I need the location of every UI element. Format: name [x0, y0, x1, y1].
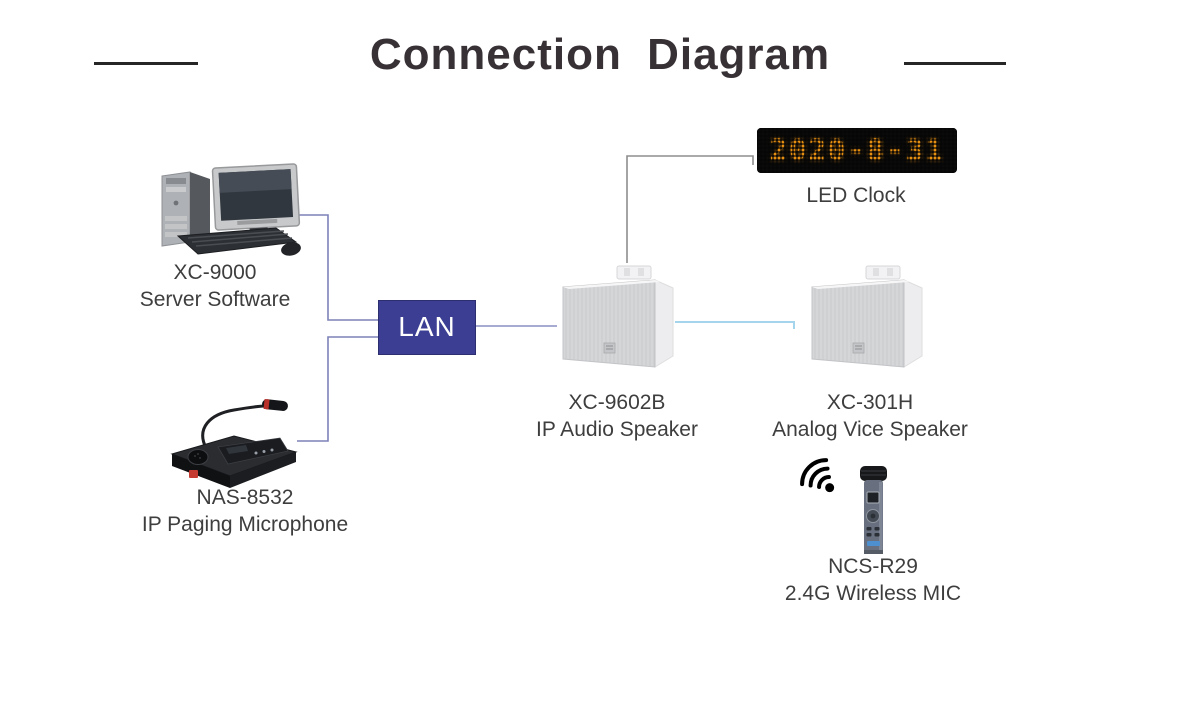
paging-microphone-label: NAS-8532 IP Paging Microphone [110, 484, 380, 538]
ip-speaker-name: IP Audio Speaker [536, 418, 698, 441]
analog-speaker-model: XC-301H [826, 391, 914, 414]
lan-node: LAN [378, 300, 476, 355]
analog-speaker-label: XC-301H Analog Vice Speaker [740, 389, 1000, 443]
title-rule-left [94, 62, 198, 65]
analog-speaker-name: Analog Vice Speaker [772, 418, 968, 441]
page-title: Connection Diagram [369, 30, 831, 79]
analog-speaker-image [811, 265, 923, 368]
line-ip-speaker-to-analog-speaker [675, 321, 795, 329]
server-name: Server Software [139, 288, 291, 311]
led-clock-label: LED Clock [806, 184, 906, 207]
paging-microphone-image [170, 398, 298, 488]
wireless-microphone-image [860, 466, 887, 554]
wireless-microphone-name: 2.4G Wireless MIC [784, 582, 962, 605]
server-label: XC-9000 Server Software [85, 259, 345, 313]
led-clock-display: 2020-8-31 [757, 128, 957, 173]
ip-speaker-model: XC-9602B [568, 391, 666, 414]
paging-microphone-name: IP Paging Microphone [141, 513, 349, 536]
led-dot-matrix-overlay [757, 128, 957, 173]
ip-speaker-image [562, 265, 674, 368]
wireless-microphone-label: NCS-R29 2.4G Wireless MIC [743, 553, 1003, 607]
server-computer-image [161, 163, 301, 256]
title-rule-right [904, 62, 1006, 65]
server-model: XC-9000 [173, 261, 257, 284]
wifi-signal-icon [800, 458, 835, 493]
ip-speaker-label: XC-9602B IP Audio Speaker [487, 389, 747, 443]
line-paging-mic-to-lan [297, 336, 378, 442]
line-ip-speaker-to-led-clock [626, 155, 754, 263]
wireless-microphone-model: NCS-R29 [828, 555, 918, 578]
paging-microphone-model: NAS-8532 [196, 486, 294, 509]
